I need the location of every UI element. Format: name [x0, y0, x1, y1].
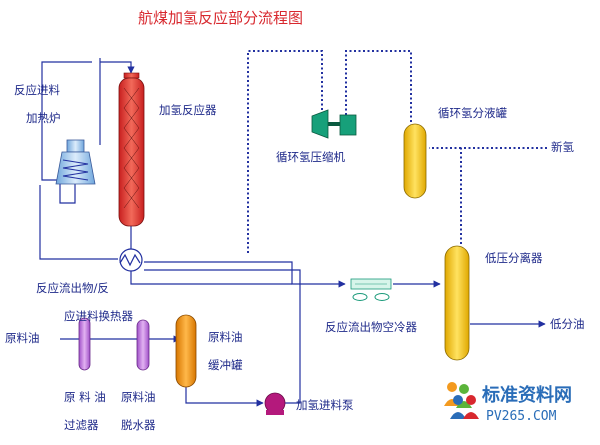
reactor-inlet-line — [100, 61, 135, 74]
air-cooler-label: 反应流出物空冷器 — [325, 320, 417, 334]
hydrogenation-reactor — [118, 72, 145, 227]
filter-label-line2: 过滤器 — [64, 418, 99, 432]
watermark-url: PV265.COM — [486, 409, 557, 424]
buffer-label-line1: 原料油 — [208, 330, 243, 344]
exchanger-to-cooler-line — [144, 261, 346, 288]
raw-oil-buffer-tank — [175, 314, 197, 388]
separator-tank-label: 循环氢分液罐 — [438, 106, 507, 120]
filter-label-line1: 原 料 油 — [64, 390, 106, 404]
effluent-air-cooler — [350, 278, 392, 301]
low-pressure-separator — [444, 245, 470, 361]
exchanger-bottom-line — [130, 271, 292, 285]
feed-furnace — [55, 139, 96, 185]
lp-separator-label: 低压分离器 — [485, 251, 543, 265]
pump-label: 加氢进料泵 — [296, 398, 354, 412]
feed-in-label: 反应进料 — [14, 83, 60, 97]
pump-discharge-line — [144, 269, 301, 404]
compressor-label: 循环氢压缩机 — [276, 150, 345, 164]
diagram-title: 航煤加氢反应部分流程图 — [138, 9, 304, 27]
exchanger-label-line1: 反应流出物/反 — [36, 281, 109, 295]
hydrogenation-feed-pump — [264, 392, 286, 415]
recycle-h2-knockout-drum — [403, 123, 427, 199]
furnace-label: 加热炉 — [26, 111, 61, 125]
recycle-h2-line — [247, 50, 323, 254]
buffer-label-line2: 缓冲罐 — [208, 358, 243, 372]
watermark-logo — [444, 382, 479, 419]
separator-vapor-line — [345, 50, 412, 125]
raw-oil-dewaterer — [136, 319, 150, 371]
hydrogen-lines — [247, 50, 547, 254]
raw-oil-label: 原料油 — [5, 331, 40, 345]
dewater-label-line1: 原料油 — [121, 390, 156, 404]
exchanger-feed-line — [39, 185, 118, 260]
process-lines — [39, 58, 546, 407]
reactor-label: 加氢反应器 — [159, 103, 217, 117]
raw-oil-filter — [78, 317, 91, 371]
new-hydrogen-label: 新氢 — [551, 140, 574, 154]
watermark-name: 标准资料网 — [482, 385, 572, 406]
exchanger-label-line2: 应进料换热器 — [64, 309, 133, 323]
new-h2-line — [460, 147, 547, 246]
dewater-label-line2: 脱水器 — [121, 418, 156, 432]
feed-effluent-exchanger — [119, 248, 143, 272]
buffer-to-pump-line — [185, 386, 264, 407]
recycle-h2-compressor — [311, 109, 357, 139]
low-oil-label: 低分油 — [550, 317, 585, 331]
